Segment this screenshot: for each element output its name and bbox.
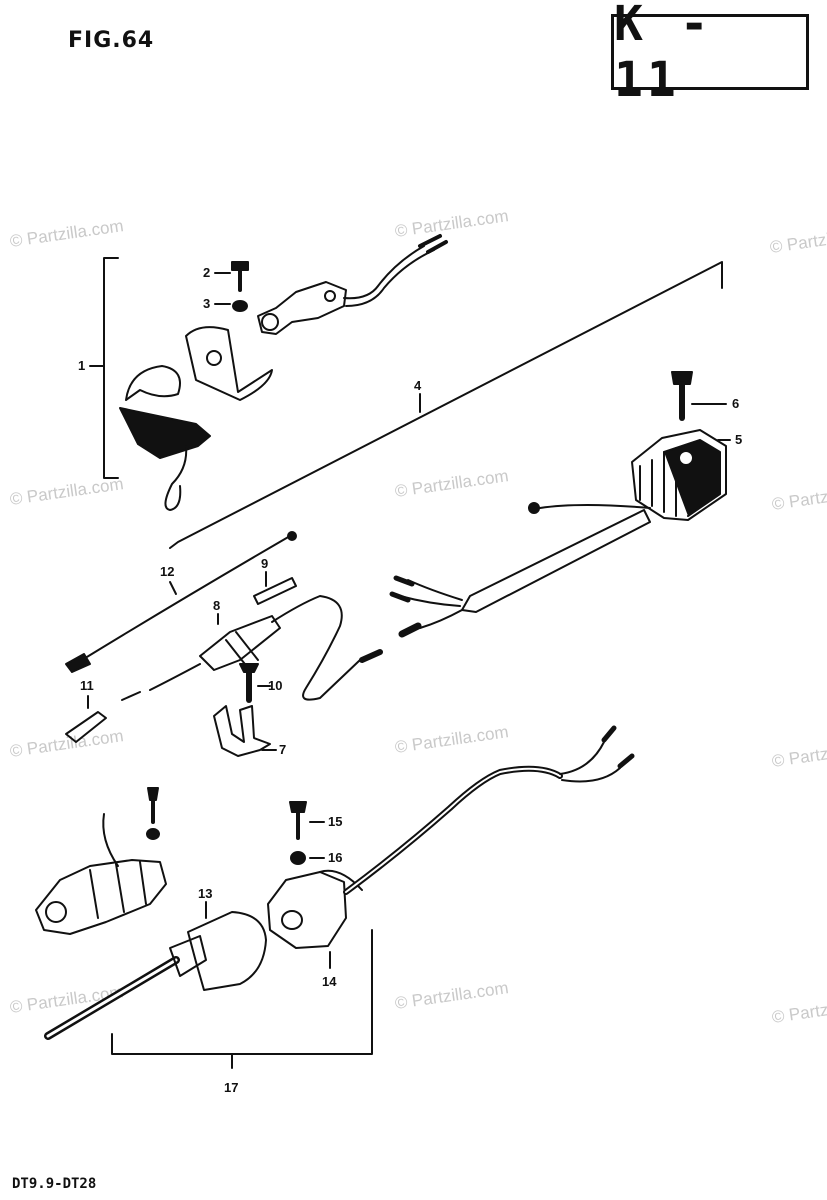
part-14-ignition-coil [267,725,635,969]
callout-8: 8 [213,598,221,613]
part-11-sleeve [65,695,107,743]
part-16-washer [290,851,325,865]
part-13-plug-cap [44,901,267,1040]
bracket-group-1 [103,257,119,479]
part-5-regulator [389,429,731,638]
leader-12 [169,581,177,595]
bracket-group-4 [169,261,723,549]
callout-2: 2 [203,265,211,280]
bracket-group-17 [111,929,373,1055]
callout-15: 15 [328,814,343,829]
stator-coil [35,787,167,935]
figure-label: FIG.64 [68,28,155,53]
callout-6: 6 [732,396,740,411]
part-7-clip [213,705,277,757]
callout-10: 10 [268,678,283,693]
callout-12: 12 [160,564,175,579]
callout-17: 17 [224,1080,239,1095]
callout-11: 11 [80,678,94,693]
callout-9: 9 [261,556,269,571]
part-6-bolt [671,371,727,421]
callout-1: 1 [78,358,86,373]
callout-7: 7 [279,742,287,757]
part-12-cable [65,531,297,673]
part-1-switch-assembly [119,234,448,511]
part-9-fuse [253,571,297,605]
model-footer: DT9.9-DT28 [12,1176,97,1192]
part-8-fuse-holder [121,595,383,701]
callout-13: 13 [198,886,213,901]
callout-14: 14 [322,974,337,989]
callout-3: 3 [203,296,211,311]
callout-16: 16 [328,850,343,865]
callout-4: 4 [414,378,422,393]
part-10-screw [239,663,271,703]
callout-5: 5 [735,432,743,447]
part-15-screw [289,801,325,840]
